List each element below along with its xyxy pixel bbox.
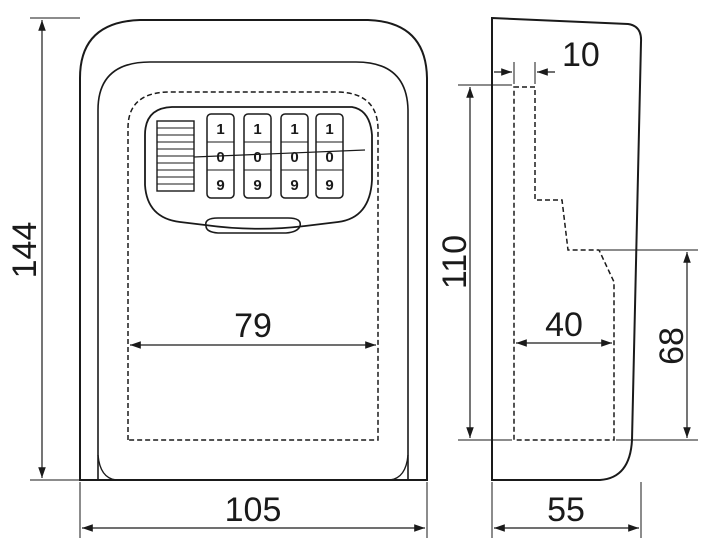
front-outer-outline	[79, 19, 428, 481]
side-cavity-outline	[513, 86, 615, 441]
dimension-inner-width: 79	[130, 307, 376, 349]
dimension-front-height-label: 144	[6, 222, 44, 279]
release-slot	[204, 217, 302, 234]
dimension-inner-depth: 40	[516, 306, 612, 347]
dial-4-top-digit: 1	[325, 121, 333, 138]
side-view: 10 110 40 68 55	[436, 16, 698, 538]
dial-4-bot-digit: 9	[325, 177, 333, 194]
dial-2-top-digit: 1	[253, 121, 261, 138]
front-bottom-curve-right	[389, 454, 409, 481]
dial-wheel-1[interactable]: 1 0 9	[206, 113, 235, 199]
dial-1-mid-digit: 0	[216, 149, 224, 166]
dimension-front-width: 105	[79, 482, 428, 538]
dial-2-mid-digit: 0	[253, 149, 261, 166]
front-inner-bezel	[97, 61, 409, 480]
dimension-lower-height: 68	[600, 249, 698, 441]
dimension-side-depth: 55	[491, 482, 642, 538]
dial-wheel-4[interactable]: 1 0 9	[315, 113, 344, 199]
dial-4-mid-digit: 0	[325, 149, 333, 166]
dial-3-mid-digit: 0	[290, 149, 298, 166]
dial-1-bot-digit: 9	[216, 177, 224, 194]
front-view: 1 0 9 1 0 9 1 0 9 1 0 9	[6, 17, 428, 538]
dimension-front-width-label: 105	[225, 491, 282, 529]
front-cavity-outline	[127, 91, 379, 441]
dimension-side-wall: 10	[494, 36, 600, 84]
release-button-grip[interactable]	[156, 120, 195, 192]
dimension-side-depth-label: 55	[547, 491, 585, 529]
dial-2-bot-digit: 9	[253, 177, 261, 194]
front-bottom-curve-left	[97, 454, 117, 481]
dimension-inner-height: 110	[436, 84, 512, 441]
dial-wheel-2[interactable]: 1 0 9	[243, 113, 272, 199]
dimension-side-wall-label: 10	[562, 36, 600, 74]
dimension-inner-height-label: 110	[436, 235, 474, 289]
dimension-front-height: 144	[6, 17, 80, 481]
dial-3-top-digit: 1	[290, 121, 298, 138]
dial-wheel-3[interactable]: 1 0 9	[280, 113, 309, 199]
dimension-inner-width-label: 79	[234, 307, 272, 345]
combination-window	[144, 106, 373, 230]
dimension-inner-depth-label: 40	[545, 306, 583, 344]
dimension-lower-height-label: 68	[653, 327, 691, 365]
dial-3-bot-digit: 9	[290, 177, 298, 194]
dial-1-top-digit: 1	[216, 121, 224, 138]
dial-axle	[193, 149, 366, 158]
